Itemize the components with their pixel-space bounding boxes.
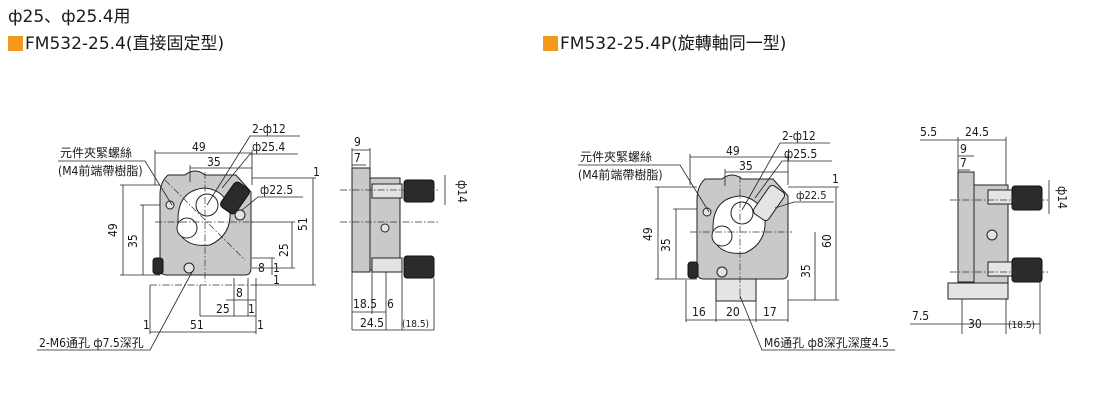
dim-left-h49: 49 <box>106 223 120 237</box>
left-clamp-label-1: 元件夾緊螺絲 <box>60 145 132 160</box>
dim-right-s55: 5.5 <box>920 125 937 139</box>
left-side-view: 9 7 ф14 18.5 6 24.5 (18.5) <box>340 135 469 331</box>
dim-left-s245: 24.5 <box>360 316 384 330</box>
dim-left-h51: 51 <box>296 217 310 231</box>
left-adjuster <box>220 181 250 215</box>
right-side-hole <box>711 225 733 247</box>
dim-left-s9: 9 <box>354 135 361 149</box>
dim-right-w35: 35 <box>739 159 753 173</box>
right-lower-shaft <box>987 261 1015 277</box>
left-upper-shaft <box>371 183 403 199</box>
dim-right-s75: 7.5 <box>912 309 929 323</box>
right-clamp-label-2: (M4前端帶樹脂) <box>578 167 663 182</box>
right-side-view: 5.5 24.5 9 7 ф14 7.5 30 (18.5) <box>910 125 1069 334</box>
left-lower-knob <box>152 257 164 275</box>
dim-left-d8b: 8 <box>236 286 243 300</box>
left-lower-shaft <box>371 257 403 273</box>
left-screw <box>234 209 246 221</box>
right-upper-shaft <box>987 189 1015 205</box>
right-side-base <box>947 282 1009 300</box>
dim-left-d1e-b: 1 <box>257 318 264 332</box>
dim-left-w35: 35 <box>207 155 221 169</box>
dim-right-s245: 24.5 <box>965 125 989 139</box>
orange-square-icon <box>8 36 23 51</box>
right-base-block <box>715 278 757 302</box>
dim-left-b51: 51 <box>190 318 204 332</box>
dim-right-s30: 30 <box>968 317 982 331</box>
left-knob-label: ф14 <box>455 180 469 203</box>
dim-left-s7: 7 <box>354 151 361 165</box>
right-adjuster <box>752 184 786 222</box>
left-model-title: FM532-25.4(直接固定型) <box>8 34 224 54</box>
dim-right-d1: 1 <box>832 172 839 186</box>
dim-left-w49: 49 <box>192 140 206 154</box>
dim-left-h25: 25 <box>277 243 291 257</box>
right-clamp-label-1: 元件夾緊螺絲 <box>580 149 652 164</box>
left-side-hole <box>176 217 198 239</box>
right-lower-knob-side <box>1011 257 1043 283</box>
left-tap-label: 2-M6通孔 ф7.5深孔 <box>39 336 144 350</box>
dim-right-s185p: (18.5) <box>1008 320 1035 331</box>
dim-left-s185: 18.5 <box>353 297 377 311</box>
left-side-plate <box>351 167 371 273</box>
left-side-screw <box>380 223 390 233</box>
dim-left-d1d: 1 <box>248 302 255 316</box>
right-upper-hole <box>730 201 754 225</box>
dim-left-b25: 25 <box>216 302 230 316</box>
left-model-title-text: FM532-25.4(直接固定型) <box>25 34 225 54</box>
dim-right-s7: 7 <box>960 156 967 170</box>
right-knob-label: ф14 <box>1055 186 1069 209</box>
dim-right-s9: 9 <box>960 142 967 156</box>
right-tap-label: M6通孔 ф8深孔深度4.5 <box>764 335 889 350</box>
right-model-title: FM532-25.4P(旋轉軸同一型) <box>543 34 786 54</box>
dim-left-d1c: 1 <box>273 273 280 287</box>
dim-right-h49: 49 <box>641 227 655 241</box>
dim-right-b16: 16 <box>692 305 706 319</box>
right-holes-label: 2-ф12 <box>782 129 816 143</box>
right-front-view: 49 35 元件夾緊螺絲 (M4前端帶樹脂) 2-ф12 ф25.5 ф22.5… <box>578 129 895 351</box>
left-ring-label: ф22.5 <box>260 183 293 197</box>
dim-left-h35: 35 <box>126 234 140 248</box>
right-upper-knob <box>1011 185 1043 211</box>
left-bottom-screw <box>183 262 195 274</box>
dim-left-s185p: (18.5) <box>402 319 429 330</box>
dim-right-b20: 20 <box>726 305 740 319</box>
left-clamp-label-2: (M4前端帶樹脂) <box>58 163 143 178</box>
dim-right-h35: 35 <box>659 238 673 252</box>
left-bore-label: ф25.4 <box>252 140 285 154</box>
dim-right-h60: 60 <box>820 234 834 248</box>
diameter-heading: ф25、ф25.4用 <box>8 7 131 27</box>
right-bore-label: ф25.5 <box>784 147 817 161</box>
right-model-title-text: FM532-25.4P(旋轉軸同一型) <box>560 34 787 54</box>
dim-left-d1e-a: 1 <box>143 318 150 332</box>
right-bottom-screw <box>716 266 728 278</box>
left-front-view: 49 35 元件夾緊螺絲 (M4前端帶樹脂) 2-ф12 ф25.4 ф22.5… <box>37 122 320 351</box>
dim-right-h35b: 35 <box>799 264 813 278</box>
right-side-plate <box>957 171 975 283</box>
left-upper-knob <box>403 179 435 203</box>
right-ring-label: ф22.5 <box>796 189 827 202</box>
dim-right-b17: 17 <box>763 305 777 319</box>
dim-left-s6: 6 <box>387 297 394 311</box>
right-side-screw <box>986 229 998 241</box>
dim-left-d1a: 1 <box>313 165 320 179</box>
right-lower-knob <box>687 261 699 279</box>
dim-right-w49: 49 <box>726 144 740 158</box>
left-lower-knob-side <box>403 255 435 279</box>
diameter-heading-text: ф25、ф25.4用 <box>8 7 131 27</box>
orange-square-icon <box>543 36 558 51</box>
left-holes-label: 2-ф12 <box>252 122 286 136</box>
